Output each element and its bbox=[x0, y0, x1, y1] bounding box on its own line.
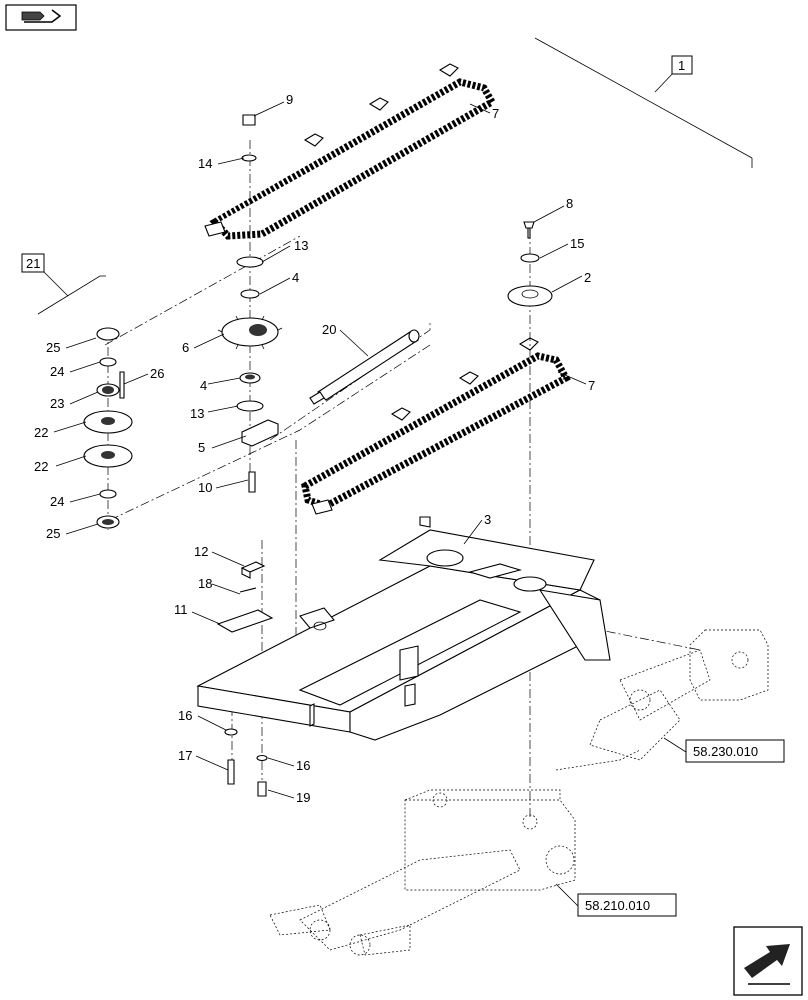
lower-chain bbox=[301, 337, 571, 515]
group-bracket-21 bbox=[21, 253, 106, 315]
main-frame bbox=[196, 516, 611, 741]
gearbox-58-210 bbox=[269, 789, 576, 956]
callout-10: 10 bbox=[198, 480, 212, 495]
callout-12: 12 bbox=[194, 544, 208, 559]
callout-15: 15 bbox=[570, 236, 584, 251]
sprocket-6 bbox=[217, 315, 283, 350]
callout-4b: 4 bbox=[200, 378, 207, 393]
callout-24b: 24 bbox=[50, 494, 64, 509]
callout-3: 3 bbox=[484, 512, 491, 527]
leader-lines bbox=[53, 101, 687, 907]
callout-21: 21 bbox=[26, 256, 40, 271]
sprocket-2 bbox=[507, 285, 553, 307]
callout-2: 2 bbox=[584, 270, 591, 285]
callout-19: 19 bbox=[296, 790, 310, 805]
callout-20: 20 bbox=[322, 322, 336, 337]
callout-16a: 16 bbox=[178, 708, 192, 723]
drive-sprocket-stack bbox=[217, 114, 283, 493]
callout-13a: 13 bbox=[294, 238, 308, 253]
idler-stack-right bbox=[507, 221, 553, 307]
callout-25b: 25 bbox=[46, 526, 60, 541]
callout-4a: 4 bbox=[292, 270, 299, 285]
callout-8: 8 bbox=[566, 196, 573, 211]
callout-22b: 22 bbox=[34, 459, 48, 474]
callout-14: 14 bbox=[198, 156, 212, 171]
callout-7b: 7 bbox=[588, 378, 595, 393]
reference-label-58-230[interactable]: 58.230.010 bbox=[693, 744, 758, 759]
next-page-arrow-icon[interactable] bbox=[733, 926, 803, 996]
reference-box-58-210[interactable] bbox=[577, 893, 677, 917]
reference-box-58-230[interactable] bbox=[685, 739, 785, 763]
callout-17: 17 bbox=[178, 748, 192, 763]
callout-25a: 25 bbox=[46, 340, 60, 355]
callout-13b: 13 bbox=[190, 406, 204, 421]
callout-11: 11 bbox=[174, 602, 188, 617]
callout-6: 6 bbox=[182, 340, 189, 355]
callout-22a: 22 bbox=[34, 425, 48, 440]
callout-1: 1 bbox=[678, 58, 685, 73]
group-bracket-1 bbox=[534, 37, 753, 168]
callout-24a: 24 bbox=[50, 364, 64, 379]
gearbox-58-230 bbox=[555, 629, 769, 771]
callout-18: 18 bbox=[198, 576, 212, 591]
callout-7a: 7 bbox=[492, 106, 499, 121]
reference-label-58-210[interactable]: 58.210.010 bbox=[585, 898, 650, 913]
callout-9: 9 bbox=[286, 92, 293, 107]
callout-23: 23 bbox=[50, 396, 64, 411]
idler-stack-left bbox=[83, 327, 133, 529]
shaft-20 bbox=[309, 329, 420, 405]
frame-hardware bbox=[216, 561, 274, 797]
upper-chain bbox=[204, 63, 497, 240]
callout-5: 5 bbox=[198, 440, 205, 455]
callout-16b: 16 bbox=[296, 758, 310, 773]
book-arrow-icon[interactable] bbox=[5, 4, 77, 31]
sprocket-22a bbox=[83, 410, 133, 434]
sprocket-22b bbox=[83, 444, 133, 468]
callout-26: 26 bbox=[150, 366, 164, 381]
